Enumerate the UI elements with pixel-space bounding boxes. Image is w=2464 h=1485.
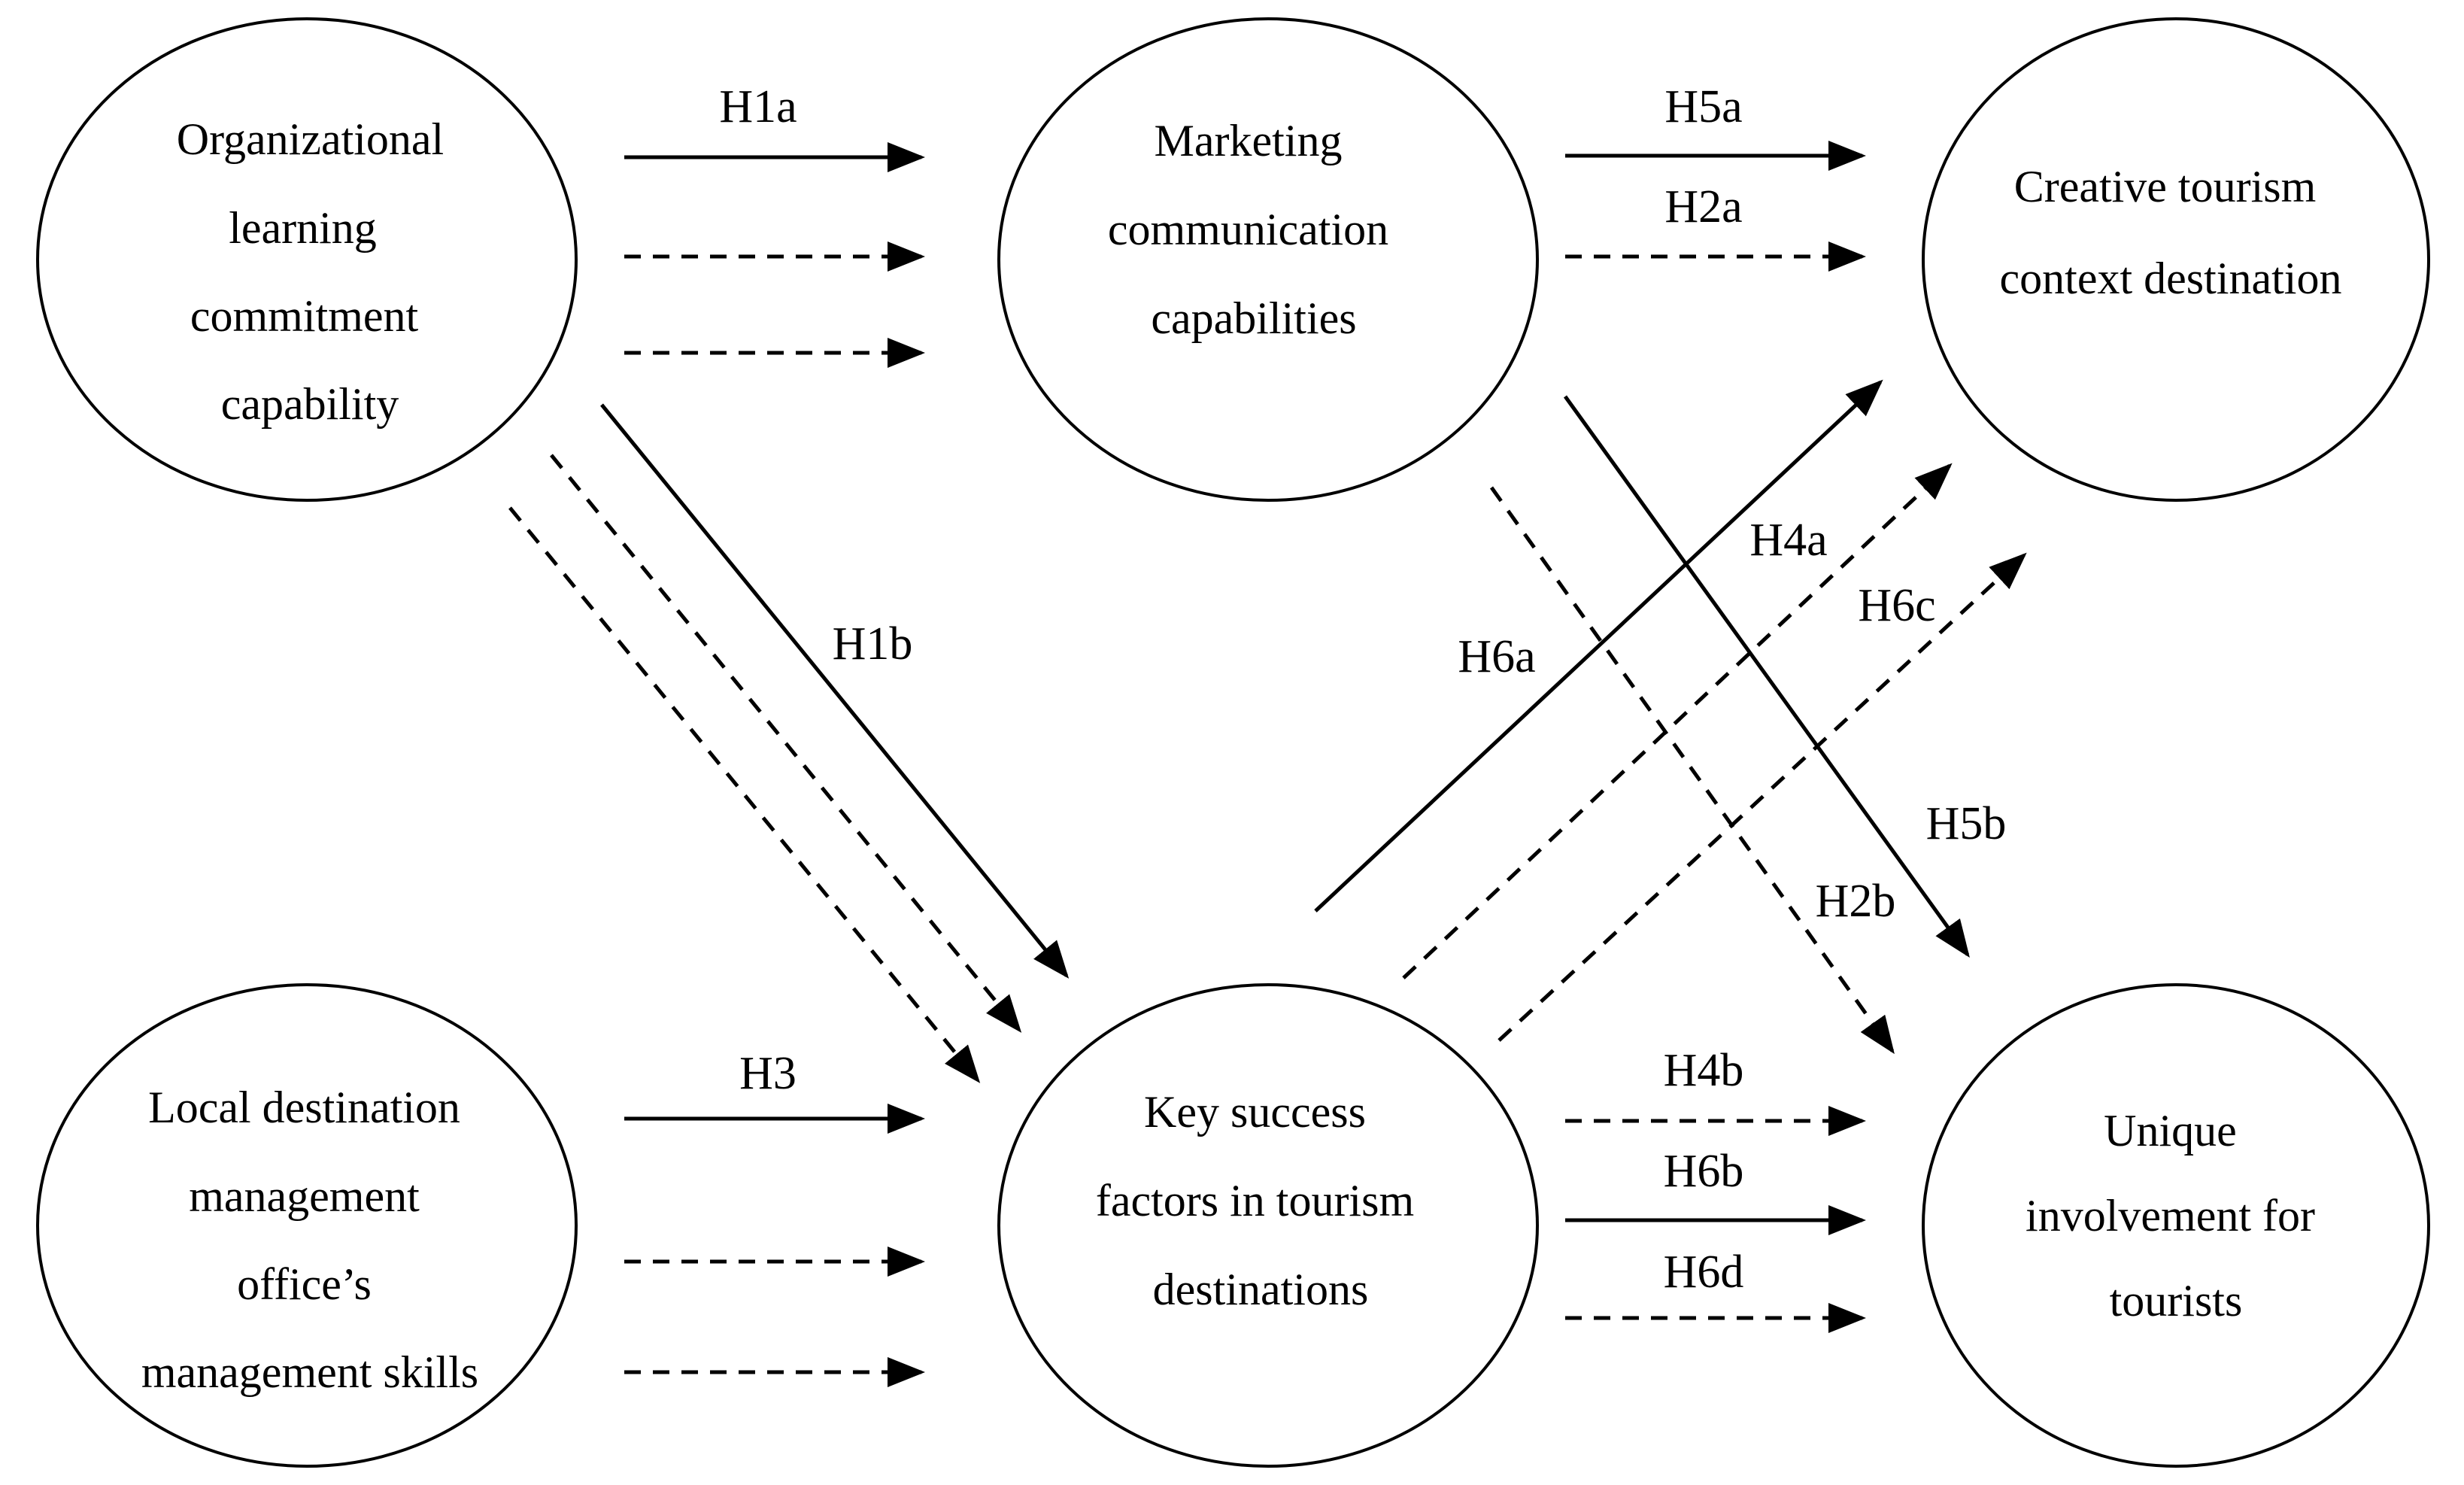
label-h6d: H6d	[1664, 1247, 1744, 1298]
node-organizational-learning-label: Organizational learning commitment capab…	[177, 114, 455, 429]
label-h4b: H4b	[1664, 1045, 1744, 1096]
label-h3: H3	[739, 1048, 797, 1099]
node-key-success-factors-label: Key success factors in tourism destinati…	[1096, 1087, 1425, 1314]
arrow-org-to-key-success-mediated-2	[508, 506, 981, 1083]
label-h2b: H2b	[1816, 876, 1896, 927]
node-creative-tourism-label: Creative tourism context destination	[2000, 162, 2342, 303]
arrow-h1b-org-to-key-success	[600, 403, 1070, 979]
label-h6b: H6b	[1664, 1146, 1744, 1197]
label-h6c: H6c	[1858, 580, 1935, 631]
node-creative-tourism	[1922, 17, 2430, 502]
arrow-h4a-key-success-to-creative	[1402, 463, 1953, 979]
node-key-success-factors	[997, 983, 1539, 1468]
label-h2a: H2a	[1664, 181, 1742, 232]
node-organizational-learning	[36, 17, 578, 502]
arrow-h2b-marketing-to-unique	[1489, 486, 1895, 1055]
node-unique-involvement-label: Unique involvement for tourists	[2026, 1106, 2326, 1326]
arrow-org-to-key-success-mediated-1	[550, 454, 1022, 1033]
label-h1a: H1a	[719, 81, 797, 132]
label-h6a: H6a	[1458, 631, 1535, 682]
arrow-h6c-key-success-to-creative	[1498, 552, 2027, 1042]
node-unique-involvement	[1922, 983, 2430, 1468]
node-marketing-communication	[997, 17, 1539, 502]
node-local-destination-management-label: Local destination management office’s ma…	[141, 1083, 478, 1397]
label-h1b: H1b	[833, 618, 913, 670]
label-h5a: H5a	[1664, 81, 1742, 132]
arrow-h5b-marketing-to-unique	[1563, 395, 1970, 958]
node-local-destination-management	[36, 983, 578, 1468]
label-h5b: H5b	[1926, 798, 2007, 849]
arrow-h6a-key-success-to-creative	[1314, 379, 1883, 913]
label-h4a: H4a	[1749, 515, 1827, 566]
node-marketing-communication-label: Marketing communication capabilities	[1108, 116, 1400, 343]
